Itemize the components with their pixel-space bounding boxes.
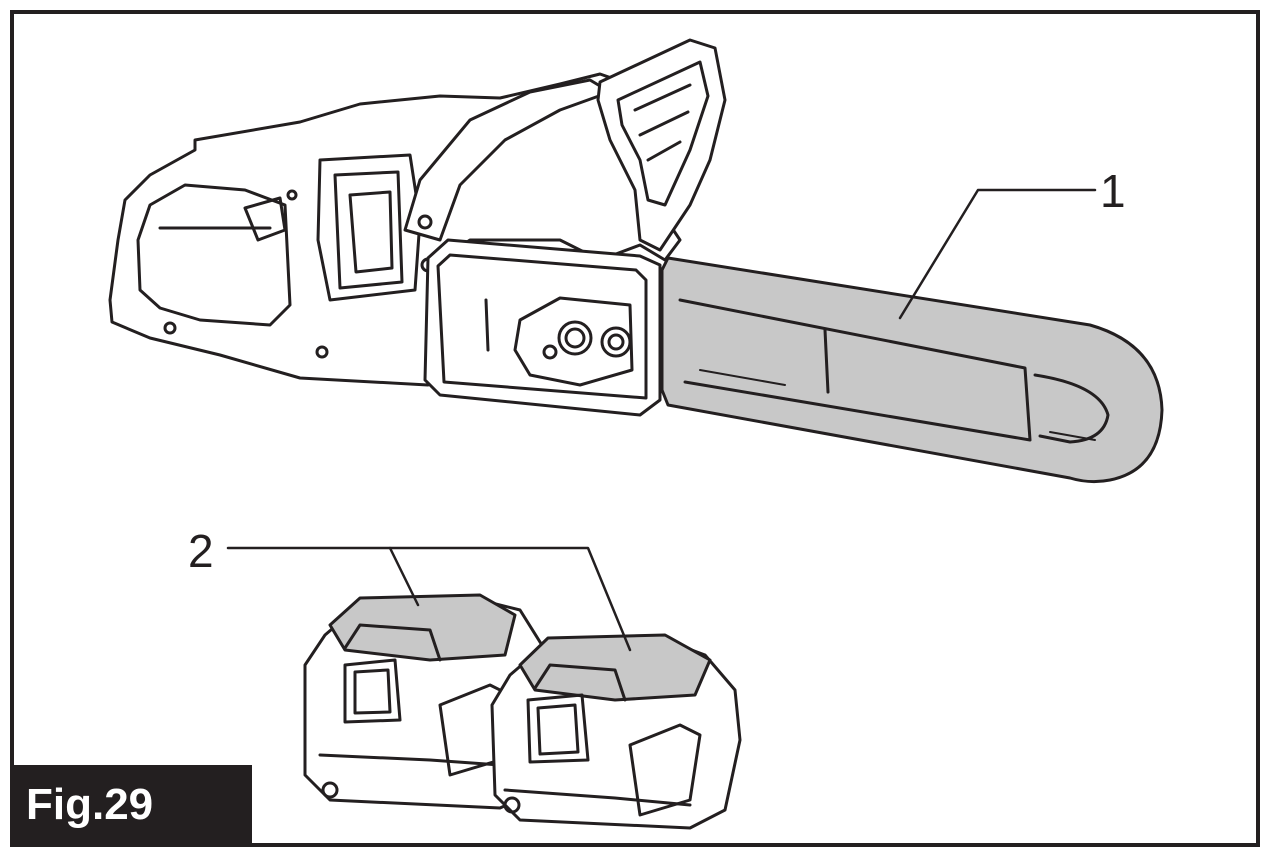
trigger (243, 196, 287, 242)
leader-line-2 (226, 546, 632, 652)
figure-label: Fig.29 (12, 765, 252, 845)
chainsaw (108, 38, 1164, 484)
battery-top (328, 593, 517, 662)
hand-guard (596, 38, 727, 252)
battery-window (343, 658, 402, 724)
screw (417, 214, 433, 230)
bar-nut (600, 326, 632, 358)
battery-top (518, 633, 712, 702)
screw (286, 189, 298, 201)
battery-port (316, 153, 422, 302)
chain-tension-window (513, 296, 634, 387)
battery-right (490, 633, 742, 830)
bar-nut (557, 320, 593, 356)
screw (163, 321, 177, 335)
callout-2: 2 (188, 525, 214, 577)
leader-line-2b (388, 546, 420, 607)
callout-1: 1 (1100, 165, 1126, 217)
rear-handle-opening (136, 183, 292, 327)
leader-line-1 (898, 188, 1097, 320)
screw (315, 345, 329, 359)
battery-window (526, 693, 590, 764)
guide-bar (660, 256, 1164, 484)
